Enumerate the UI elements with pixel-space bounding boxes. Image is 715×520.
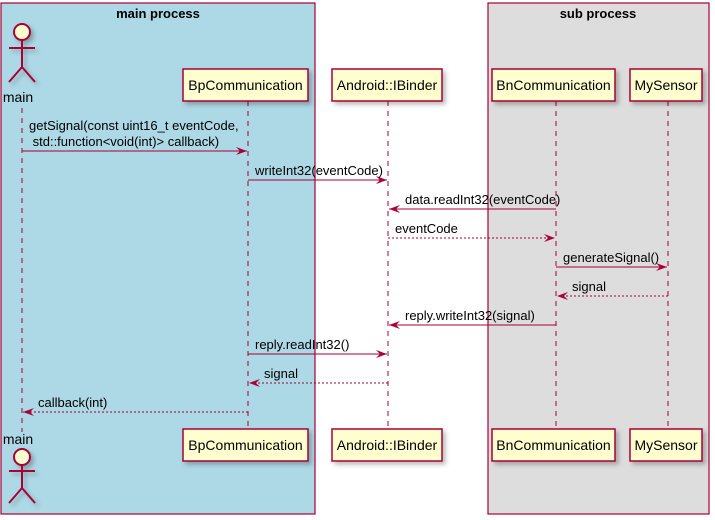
message-arrow[interactable]: reply.readInt32() — [248, 337, 387, 358]
message-arrow[interactable]: reply.writeInt32(signal) — [389, 308, 556, 329]
arrowhead-icon — [557, 292, 568, 300]
message-label: reply.readInt32() — [255, 337, 349, 352]
message-arrow[interactable]: data.readInt32(eventCode) — [389, 192, 560, 213]
participant-label-bncommunication: BnCommunication — [496, 77, 610, 93]
participant-label-bncommunication-bottom: BnCommunication — [496, 437, 610, 453]
message-arrow[interactable]: callback(int) — [23, 395, 248, 416]
message-label: signal — [264, 366, 298, 381]
participant-bncommunication-bottom[interactable]: BnCommunication — [491, 428, 616, 462]
arrowhead-icon — [236, 147, 247, 155]
participant-ibinder-bottom[interactable]: Android::IBinder — [331, 428, 443, 462]
participant-label-ibinder-bottom: Android::IBinder — [337, 437, 438, 453]
participant-bncommunication-top[interactable]: BnCommunication — [491, 68, 616, 102]
actor-icon — [8, 23, 36, 83]
participant-label-mysensor-bottom: MySensor — [634, 437, 697, 453]
arrowhead-icon — [376, 350, 387, 358]
actor-icon — [8, 448, 36, 504]
participant-label-main: main — [3, 89, 33, 105]
message-arrow[interactable]: eventCode — [388, 221, 555, 242]
arrowhead-icon — [656, 263, 667, 271]
message-label: callback(int) — [38, 395, 107, 410]
message-arrow[interactable]: getSignal(const uint16_t eventCode, std:… — [22, 118, 247, 155]
message-label: eventCode — [395, 221, 458, 236]
participant-label-mysensor: MySensor — [634, 77, 697, 93]
message-label: writeInt32(eventCode) — [254, 163, 383, 178]
actor-main-top[interactable]: main — [3, 23, 36, 105]
message-label: std::function<void(int)> callback) — [29, 134, 219, 149]
message-arrow[interactable]: signal — [557, 279, 668, 300]
participant-label-bpcommunication: BpCommunication — [188, 77, 302, 93]
participant-mysensor-bottom[interactable]: MySensor — [629, 428, 703, 462]
arrowhead-icon — [23, 408, 34, 416]
message-label: generateSignal() — [563, 250, 659, 265]
actor-main-bottom[interactable]: main — [3, 431, 36, 504]
message-label: signal — [572, 279, 606, 294]
arrowhead-icon — [389, 321, 400, 329]
message-arrow[interactable]: signal — [249, 366, 388, 387]
participant-bpcommunication-top[interactable]: BpCommunication — [182, 68, 309, 102]
participant-label-ibinder: Android::IBinder — [337, 77, 438, 93]
message-label: data.readInt32(eventCode) — [405, 192, 560, 207]
message-arrow[interactable]: writeInt32(eventCode) — [248, 163, 387, 184]
box-title-sub-process: sub process — [560, 6, 637, 21]
box-title-main-process: main process — [116, 6, 200, 21]
arrowhead-icon — [389, 205, 400, 213]
message-arrow[interactable]: generateSignal() — [556, 250, 667, 271]
message-label: getSignal(const uint16_t eventCode, — [29, 118, 239, 133]
message-label: reply.writeInt32(signal) — [405, 308, 535, 323]
participant-bpcommunication-bottom[interactable]: BpCommunication — [182, 428, 309, 462]
arrowhead-icon — [376, 176, 387, 184]
arrowhead-icon — [544, 234, 555, 242]
participant-label-bpcommunication-bottom: BpCommunication — [188, 437, 302, 453]
participant-label-main-bottom: main — [3, 431, 33, 447]
participant-mysensor-top[interactable]: MySensor — [629, 68, 703, 102]
participant-ibinder-top[interactable]: Android::IBinder — [331, 68, 443, 102]
arrowhead-icon — [249, 379, 260, 387]
